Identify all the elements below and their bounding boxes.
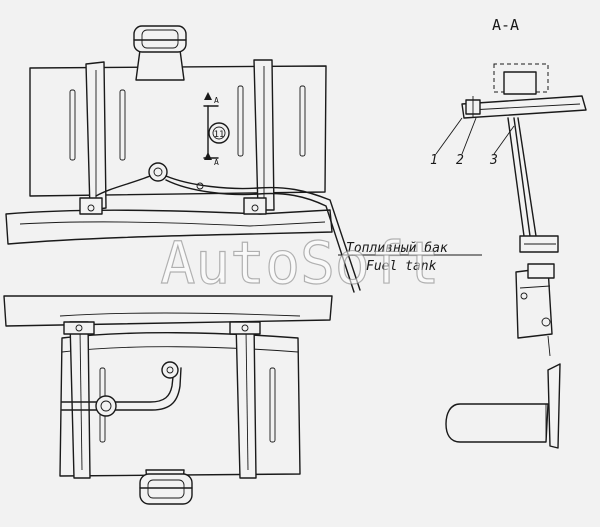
caption: Топливный бак Fuel tank xyxy=(338,241,482,274)
callout-1: 1 xyxy=(430,153,438,168)
section-a-a-view: A-A 1 2 3 xyxy=(430,16,587,449)
section-title: A-A xyxy=(492,16,519,34)
callout-3: 3 xyxy=(489,153,498,168)
cap-number: 11 xyxy=(214,130,225,140)
callout-2: 2 xyxy=(456,153,464,168)
tank-top-view: 11 A A xyxy=(5,25,361,293)
section-marker-bottom: A xyxy=(214,158,219,167)
tank-bottom-view xyxy=(3,295,333,505)
watermark: AutoSoft xyxy=(160,229,439,297)
caption-ru: Топливный бак xyxy=(346,241,448,256)
caption-en: Fuel tank xyxy=(366,259,437,274)
section-marker-top: A xyxy=(214,96,219,105)
